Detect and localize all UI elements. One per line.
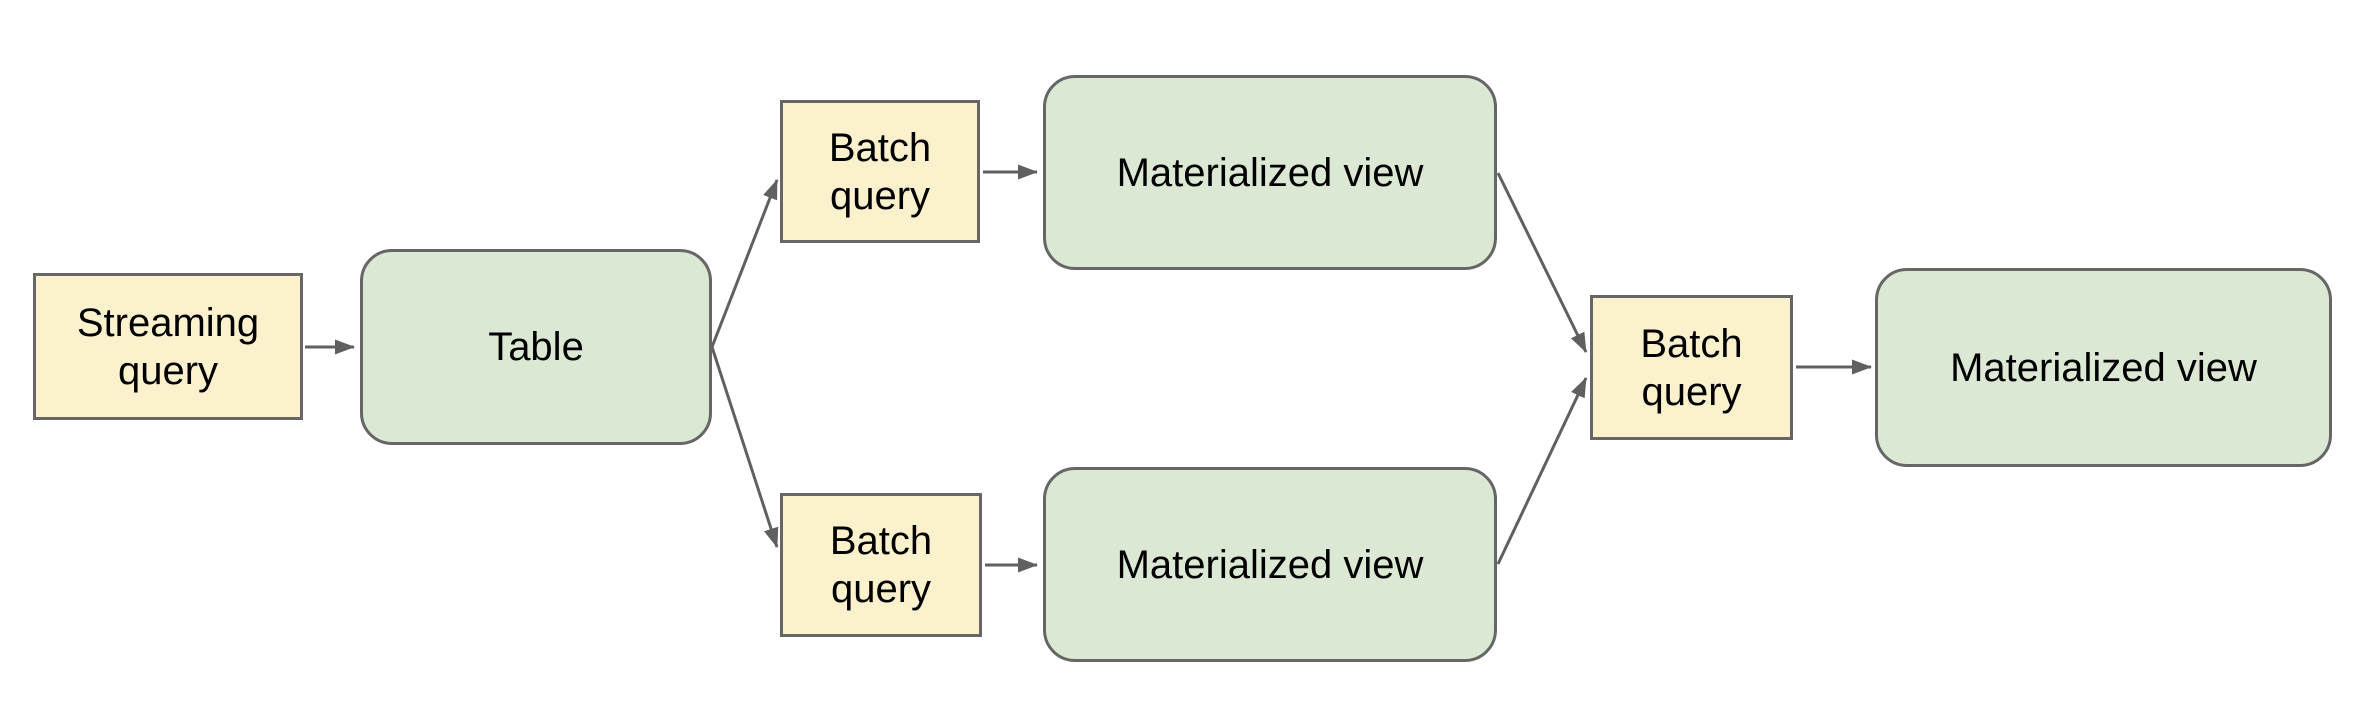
- node-materialized-view-bottom-label: Materialized view: [1116, 542, 1424, 587]
- node-table-label: Table: [488, 325, 584, 369]
- arrow-table-to-batch-query-top: [710, 179, 779, 348]
- arrow-mv-bottom-to-batch-query-right: [1496, 377, 1588, 565]
- arrow-table-to-batch-query-bottom: [710, 346, 779, 548]
- node-batch-query-right: Batch query: [1590, 295, 1793, 440]
- node-table: Table: [360, 249, 712, 445]
- node-materialized-view-top-label: Materialized view: [1116, 150, 1424, 195]
- node-materialized-view-bottom: Materialized view: [1043, 467, 1497, 662]
- arrow-mv-top-to-batch-query-right: [1496, 172, 1588, 353]
- node-streaming-query: Streaming query: [33, 273, 303, 420]
- node-materialized-view-top: Materialized view: [1043, 75, 1497, 270]
- node-batch-query-top: Batch query: [780, 100, 980, 243]
- node-batch-query-bottom: Batch query: [780, 493, 982, 637]
- node-batch-query-bottom-label: Batch query: [829, 519, 933, 611]
- node-streaming-query-label: Streaming query: [76, 300, 260, 393]
- node-batch-query-right-label: Batch query: [1640, 321, 1743, 414]
- node-batch-query-top-label: Batch query: [828, 125, 932, 218]
- node-materialized-view-final-label: Materialized view: [1950, 345, 2257, 390]
- node-materialized-view-final: Materialized view: [1875, 268, 2332, 467]
